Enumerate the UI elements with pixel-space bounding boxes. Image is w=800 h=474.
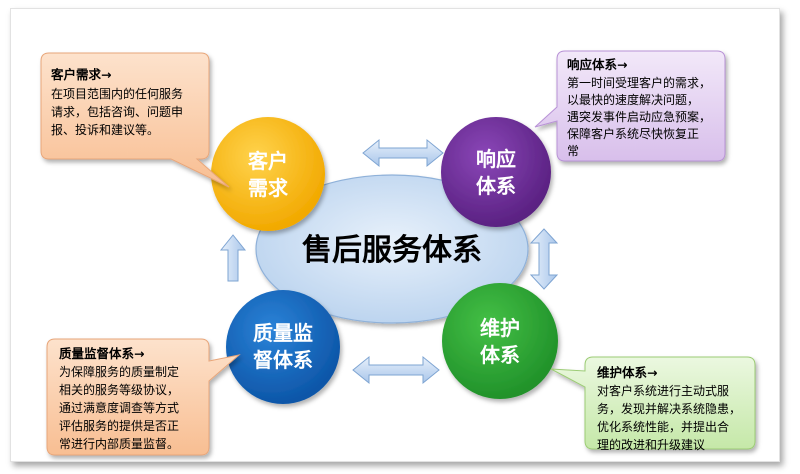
circle-quality-supervision: 质量监 督体系 — [226, 290, 340, 404]
center-title: 售后服务体系 — [302, 233, 482, 268]
callout-maintenance-line: 优化系统性能，并提出合 — [597, 419, 729, 434]
callout-response-line: 遇突发事件启动应急预案， — [567, 109, 711, 124]
service-system-diagram: 售后服务体系 客户 需求 响应 体系 质量监 督体系 维护 体系 客户需求→ 在… — [40, 50, 756, 456]
arrow-right-double-vertical — [529, 228, 559, 290]
callout-maintenance-line: 对客户系统进行主动式服 — [597, 383, 729, 398]
circle-maintenance-line1: 维护 — [480, 316, 520, 340]
callout-response-line: 以最快的速度解决问题， — [567, 92, 699, 107]
callout-quality-line: 相关的服务等级协议， — [59, 382, 179, 397]
callout-customer-demand: 客户需求→ 在项目范围内的任何服务 请求，包括咨询、问题申 报、投诉和建议等。 — [40, 52, 230, 188]
arrow-bottom-double — [352, 355, 440, 385]
callout-quality-title: 质量监督体系→ — [59, 346, 144, 361]
callout-response-line: 第一时间受理客户的需求， — [567, 75, 711, 90]
circle-maintenance-line2: 体系 — [480, 343, 520, 367]
arrow-left-up — [219, 234, 247, 282]
callout-customer-line: 在项目范围内的任何服务 — [51, 86, 183, 101]
callout-response-line: 保障客户系统尽快恢复正 — [567, 126, 699, 141]
callout-maintenance-line: 理的改进和升级建议 — [597, 437, 705, 452]
circle-response-system: 响应 体系 — [441, 117, 551, 227]
callout-response-line: 常 — [567, 144, 579, 158]
circle-customer-line2: 需求 — [248, 176, 289, 200]
callout-quality-supervision: 质量监督体系→ 为保障服务的质量制定 相关的服务等级协议， 通过满意度调查等方式… — [46, 338, 241, 456]
circle-quality-line2: 督体系 — [253, 348, 313, 372]
callout-quality-line: 常进行内部质量监督。 — [59, 436, 179, 451]
callout-customer-line: 请求，包括咨询、问题申 — [51, 104, 183, 119]
callout-quality-line: 为保障服务的质量制定 — [59, 364, 179, 379]
callout-maintenance-line: 务，发现并解决系统隐患， — [597, 401, 741, 416]
callout-maintenance-system: 维护体系→ 对客户系统进行主动式服 务，发现并解决系统隐患， 优化系统性能，并提… — [550, 356, 756, 452]
circle-response-line2: 体系 — [476, 174, 516, 198]
circle-customer-line1: 客户 — [247, 149, 288, 173]
diagram-frame: 售后服务体系 客户 需求 响应 体系 质量监 督体系 维护 体系 客户需求→ 在… — [10, 8, 780, 462]
circle-customer-demand: 客户 需求 — [211, 117, 325, 231]
callout-quality-line: 评估服务的提供是否正 — [59, 418, 179, 433]
callout-quality-line: 通过满意度调查等方式 — [59, 400, 179, 415]
circle-quality-line1: 质量监 — [253, 321, 313, 345]
callout-response-title: 响应体系→ — [567, 57, 627, 72]
circle-response-line1: 响应 — [476, 147, 516, 171]
callout-customer-line: 报、投诉和建议等。 — [51, 122, 159, 137]
callout-response-system: 响应体系→ 第一时间受理客户的需求， 以最快的速度解决问题， 遇突发事件启动应急… — [534, 50, 726, 162]
callout-maintenance-title: 维护体系→ — [597, 365, 657, 380]
circle-maintenance-system: 维护 体系 — [442, 283, 558, 399]
callout-customer-title: 客户需求→ — [50, 67, 111, 82]
arrow-top-double — [362, 138, 444, 168]
